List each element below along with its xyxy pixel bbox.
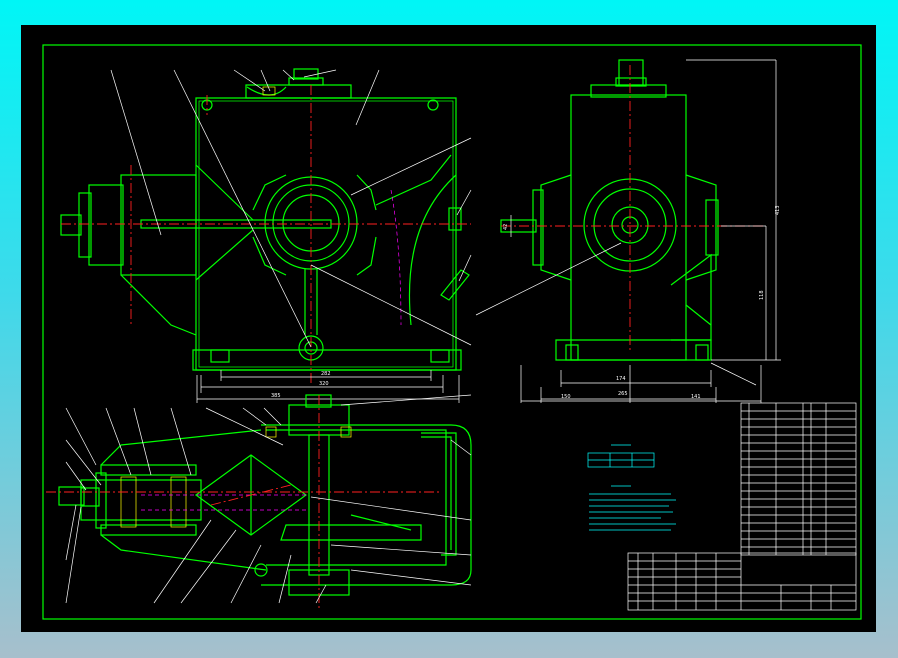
dim-side-height: 413: [775, 205, 781, 215]
drawing-frame: 282 320 385: [21, 25, 876, 632]
dim-front-overall: 385: [271, 393, 281, 399]
technical-notes: [587, 444, 676, 531]
sheet-border: [42, 44, 862, 620]
dim-front-width: 320: [319, 381, 329, 387]
front-view: 282 320 385: [60, 68, 472, 403]
gearbox-assembly-drawing: 282 320 385: [42, 44, 862, 620]
side-view: 174 265 150 141 413 118 42: [475, 59, 781, 403]
dim-side-left: 150: [561, 394, 571, 400]
dim-side-right: 141: [691, 394, 701, 400]
dim-side-overall: 265: [618, 391, 628, 397]
parts-list: [740, 402, 857, 556]
section-view: [46, 394, 472, 610]
dim-shaft-dia: 42: [503, 224, 509, 230]
dim-side-center: 118: [759, 290, 765, 300]
dim-front-inner: 282: [321, 371, 331, 377]
dim-side-width: 174: [616, 376, 626, 382]
title-block: [627, 552, 857, 611]
